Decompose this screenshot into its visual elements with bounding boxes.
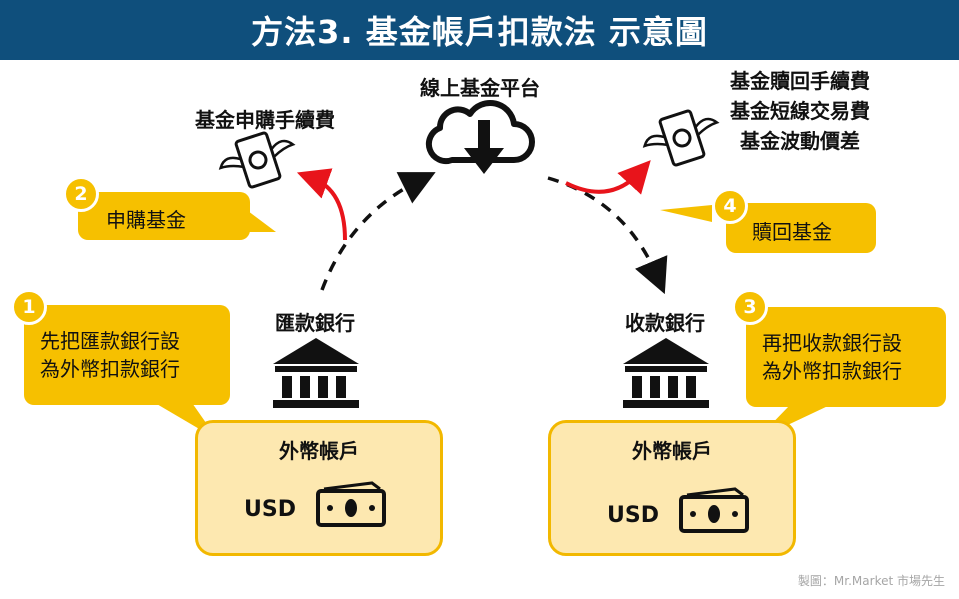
account-left: 外幣帳戶 USD [195,420,443,556]
credit-text: 製圖：Mr.Market 市場先生 [797,574,945,588]
step-3-number: 3 [732,289,768,325]
step-1-number: 1 [11,289,47,325]
fee-arrow-left [296,168,347,241]
account-left-currency: USD [244,497,296,522]
step-1-bubble: 先把匯款銀行設 為外幣扣款銀行 [24,305,230,405]
step-1-line-2: 為外幣扣款銀行 [40,357,180,381]
remit-bank-label: 匯款銀行 [275,311,355,335]
step-1-line-1: 先把匯款銀行設 [40,329,180,353]
step-3-line-2: 為外幣扣款銀行 [762,359,902,383]
account-right-currency: USD [607,503,659,528]
fee-arrow-right [565,160,651,195]
account-right-title: 外幣帳戶 [632,439,712,463]
step-4-bubble: 贖回基金 [726,203,876,253]
title-bar: 方法3. 基金帳戶扣款法 示意圖 [0,0,959,60]
step-2-text: 申購基金 [106,208,186,232]
step-4-text: 贖回基金 [752,220,832,244]
fee-right-line-1: 基金贖回手續費 [730,69,870,93]
cash-icon-left [316,481,386,527]
account-right: 外幣帳戶 USD [548,420,796,556]
account-left-title: 外幣帳戶 [279,439,359,463]
page-title: 方法3. 基金帳戶扣款法 示意圖 [251,13,708,51]
cash-icon-right [679,487,749,533]
fee-right-line-2: 基金短線交易費 [730,99,870,123]
receive-bank-label: 收款銀行 [625,311,705,335]
step-3-bubble: 再把收款銀行設 為外幣扣款銀行 [746,307,946,407]
step-3-line-1: 再把收款銀行設 [762,331,902,355]
step-2-bubble: 申購基金 [78,192,250,240]
step-4-number: 4 [712,188,748,224]
step-2-number: 2 [63,176,99,212]
fee-right-line-3: 基金波動價差 [740,129,860,153]
fee-left-label: 基金申購手續費 [195,108,335,132]
platform-label: 線上基金平台 [420,76,540,100]
